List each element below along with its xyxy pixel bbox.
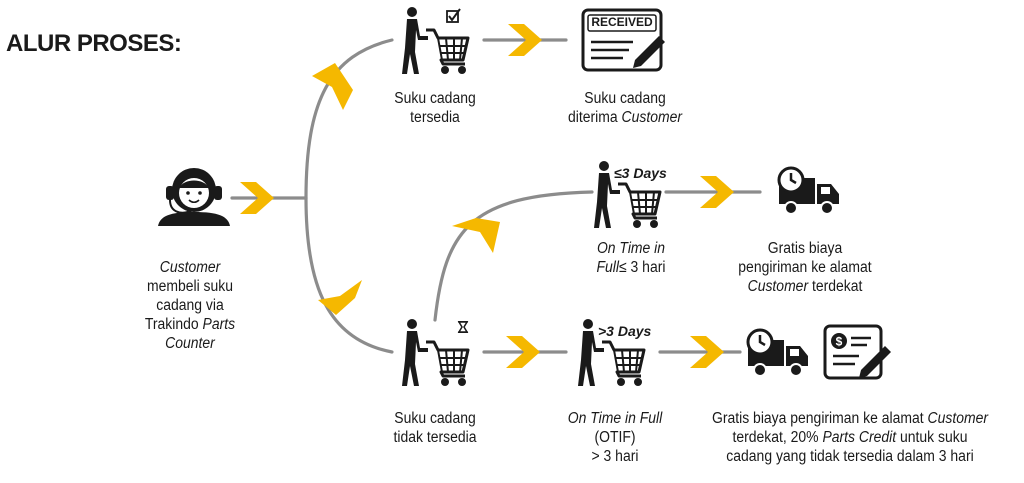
delivery-truck-clock-icon-long: [746, 328, 810, 378]
credit-document-icon: $: [823, 324, 891, 380]
chevron-truck-short: [700, 176, 734, 208]
curve-top: [304, 38, 394, 200]
caption-received: Suku cadang diterima Customer: [568, 90, 682, 126]
chevron-truck-long: [690, 336, 724, 368]
chevron-customer: [240, 182, 274, 214]
shopping-cart-hourglass-icon: [400, 317, 470, 388]
shopping-cart-check-icon: [400, 5, 470, 76]
caption-otif-short: On Time in Full≤ 3 hari: [596, 240, 666, 276]
caption-otif-long: On Time in Full (OTIF) > 3 hari: [567, 410, 663, 465]
headset-person-icon: [158, 168, 230, 226]
badge-short-days: ≤3 Days: [614, 165, 667, 181]
curve-bottom: [304, 196, 394, 354]
badge-long-days: >3 Days: [598, 323, 652, 339]
delivery-truck-clock-icon: [777, 166, 841, 216]
caption-free-long: Gratis biaya pengiriman ke alamat Custom…: [711, 410, 989, 465]
chevron-top: [312, 63, 353, 110]
caption-available: Suku cadang tersedia: [394, 90, 476, 126]
curve-mid: [433, 190, 594, 322]
chevron-mid-curve: [452, 218, 500, 253]
received-stamp-text: RECEIVED: [591, 15, 653, 29]
page-title: ALUR PROSES:: [6, 30, 182, 57]
caption-unavailable: Suku cadang tidak tersedia: [393, 410, 477, 446]
chevron-received: [508, 24, 542, 56]
received-document-icon: [581, 8, 665, 72]
chevron-otif-long: [506, 336, 540, 368]
caption-free-short: Gratis biaya pengiriman ke alamat Custom…: [738, 240, 872, 295]
svg-text:$: $: [836, 335, 843, 349]
chevron-bottom: [318, 280, 362, 315]
caption-customer: Customer membeli suku cadang via Trakind…: [144, 259, 236, 352]
